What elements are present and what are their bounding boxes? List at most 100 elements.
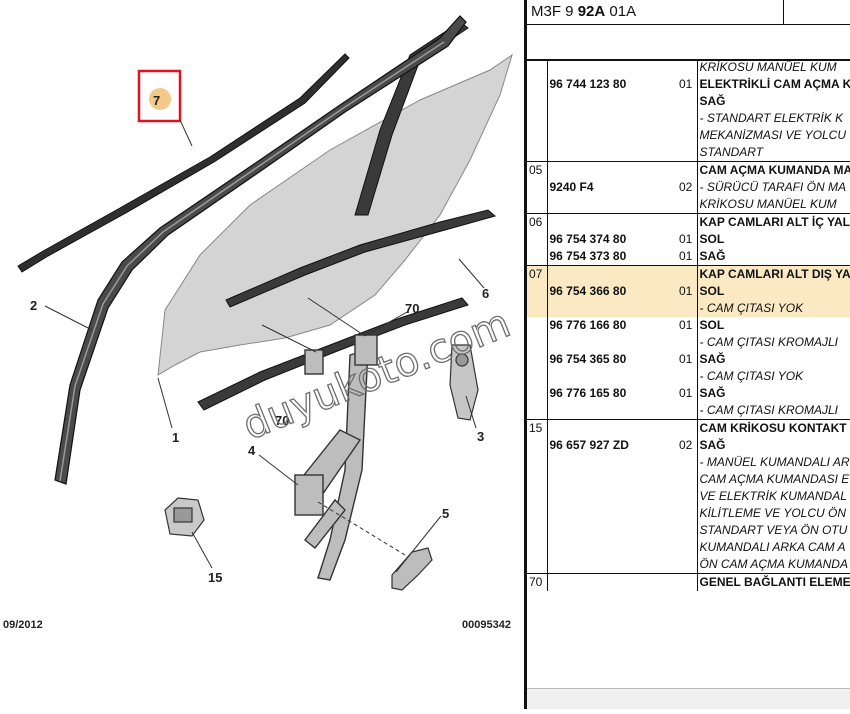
table-row: SAĞ	[527, 93, 850, 110]
group-number	[527, 351, 548, 368]
description-title: SAĞ	[699, 386, 726, 400]
description-note: KRİKOSU MANÜEL KUM	[699, 60, 837, 74]
description-note: MEKANİZMASI VE YOLCU	[699, 128, 846, 142]
part-number	[547, 505, 677, 522]
description-note: - CAM ÇITASI YOK	[699, 369, 804, 383]
quantity: 01	[677, 76, 698, 93]
part-number	[547, 556, 677, 574]
part-number: 96 754 374 80	[549, 232, 627, 246]
group-number	[527, 231, 548, 248]
group-number	[527, 248, 548, 266]
quantity	[677, 334, 698, 351]
group-number	[527, 110, 548, 127]
description-note: STANDART VEYA ÖN OTU	[699, 523, 848, 537]
description-note: - STANDART ELEKTRİK K	[699, 111, 844, 125]
group-number	[527, 144, 548, 162]
part-number	[547, 522, 677, 539]
horizontal-scrollbar[interactable]	[527, 688, 850, 709]
quantity	[677, 539, 698, 556]
header-rule	[527, 24, 850, 25]
group-number	[527, 488, 548, 505]
part-number: 96 744 123 80	[549, 77, 627, 91]
table-row: VE ELEKTRİK KUMANDAL	[527, 488, 850, 505]
quantity	[677, 488, 698, 505]
table-row: STANDART	[527, 144, 850, 162]
window-switch	[164, 497, 205, 537]
quantity	[677, 419, 698, 437]
part-number	[547, 573, 677, 591]
group-number	[527, 402, 548, 420]
description-note: KUMANDALI ARKA CAM A	[699, 540, 846, 554]
header-divider	[783, 0, 784, 24]
part-number	[547, 334, 677, 351]
part-number: 96 776 165 80	[549, 386, 627, 400]
group-number	[527, 385, 548, 402]
table-row: KUMANDALI ARKA CAM A	[527, 539, 850, 556]
part-number	[547, 488, 677, 505]
callout-1: 1	[172, 430, 179, 445]
description-title: CAM KRİKOSU KONTAKT	[697, 419, 850, 437]
group-number	[527, 556, 548, 574]
description-title: CAM AÇMA KUMANDA MA	[697, 161, 850, 179]
description-note: - CAM ÇITASI YOK	[697, 300, 850, 317]
description-note: VE ELEKTRİK KUMANDAL	[699, 489, 847, 503]
part-number: 96 776 166 80	[549, 318, 627, 332]
group-number	[527, 539, 548, 556]
table-row: - CAM ÇITASI YOK	[527, 300, 850, 317]
part-number	[547, 300, 677, 317]
group-number	[527, 437, 548, 454]
group-number: 06	[527, 213, 548, 231]
part-number: 96 657 927 ZD	[549, 438, 629, 452]
quantity	[677, 573, 698, 591]
part-number	[547, 161, 677, 179]
diagram-drawing: 7 2 1 3 4 5 6 15 70 70 09/2012 00095342	[3, 15, 513, 631]
quantity	[677, 300, 698, 317]
table-row: KRİKOSU MANÜEL KUM	[527, 196, 850, 214]
callout-4: 4	[248, 443, 256, 458]
description-note: KİLİTLEME VE YOLCU ÖN	[699, 506, 847, 520]
part-number	[547, 213, 677, 231]
table-row: - CAM ÇITASI YOK	[527, 368, 850, 385]
description-title: SAĞ	[699, 94, 726, 108]
part-number	[547, 265, 677, 283]
quantity: 01	[677, 283, 698, 300]
table-row: MEKANİZMASI VE YOLCU	[527, 127, 850, 144]
door-frame-seal	[54, 15, 467, 485]
diagram-date: 09/2012	[3, 619, 43, 631]
quantity: 02	[677, 179, 698, 196]
quantity	[677, 471, 698, 488]
group-number	[527, 471, 548, 488]
group-number	[527, 76, 548, 93]
description-title: SOL	[697, 283, 850, 300]
group-number	[527, 522, 548, 539]
callout-70-lower: 70	[275, 413, 289, 428]
part-number	[547, 59, 677, 76]
quantity: 01	[677, 385, 698, 402]
part-number	[547, 127, 677, 144]
quantity	[677, 402, 698, 420]
description-note: CAM AÇMA KUMANDASI E	[699, 472, 850, 486]
table-row: - CAM ÇITASI KROMAJLI	[527, 334, 850, 351]
table-row: KRİKOSU MANÜEL KUM	[527, 59, 850, 76]
table-row: - STANDART ELEKTRİK K	[527, 110, 850, 127]
callout-5: 5	[442, 506, 449, 521]
description-note: STANDART	[699, 145, 764, 159]
part-number	[547, 144, 677, 162]
table-row: - MANÜEL KUMANDALI AR	[527, 454, 850, 471]
group-number	[527, 283, 548, 300]
description-note: - CAM ÇITASI KROMAJLI	[699, 335, 838, 349]
description-title: SOL	[699, 232, 725, 246]
part-number	[547, 196, 677, 214]
exploded-parts-diagram: 7 2 1 3 4 5 6 15 70 70 09/2012 00095342	[3, 15, 513, 631]
callout-6: 6	[482, 286, 489, 301]
group-number: 07	[527, 265, 548, 283]
quantity	[677, 265, 698, 283]
